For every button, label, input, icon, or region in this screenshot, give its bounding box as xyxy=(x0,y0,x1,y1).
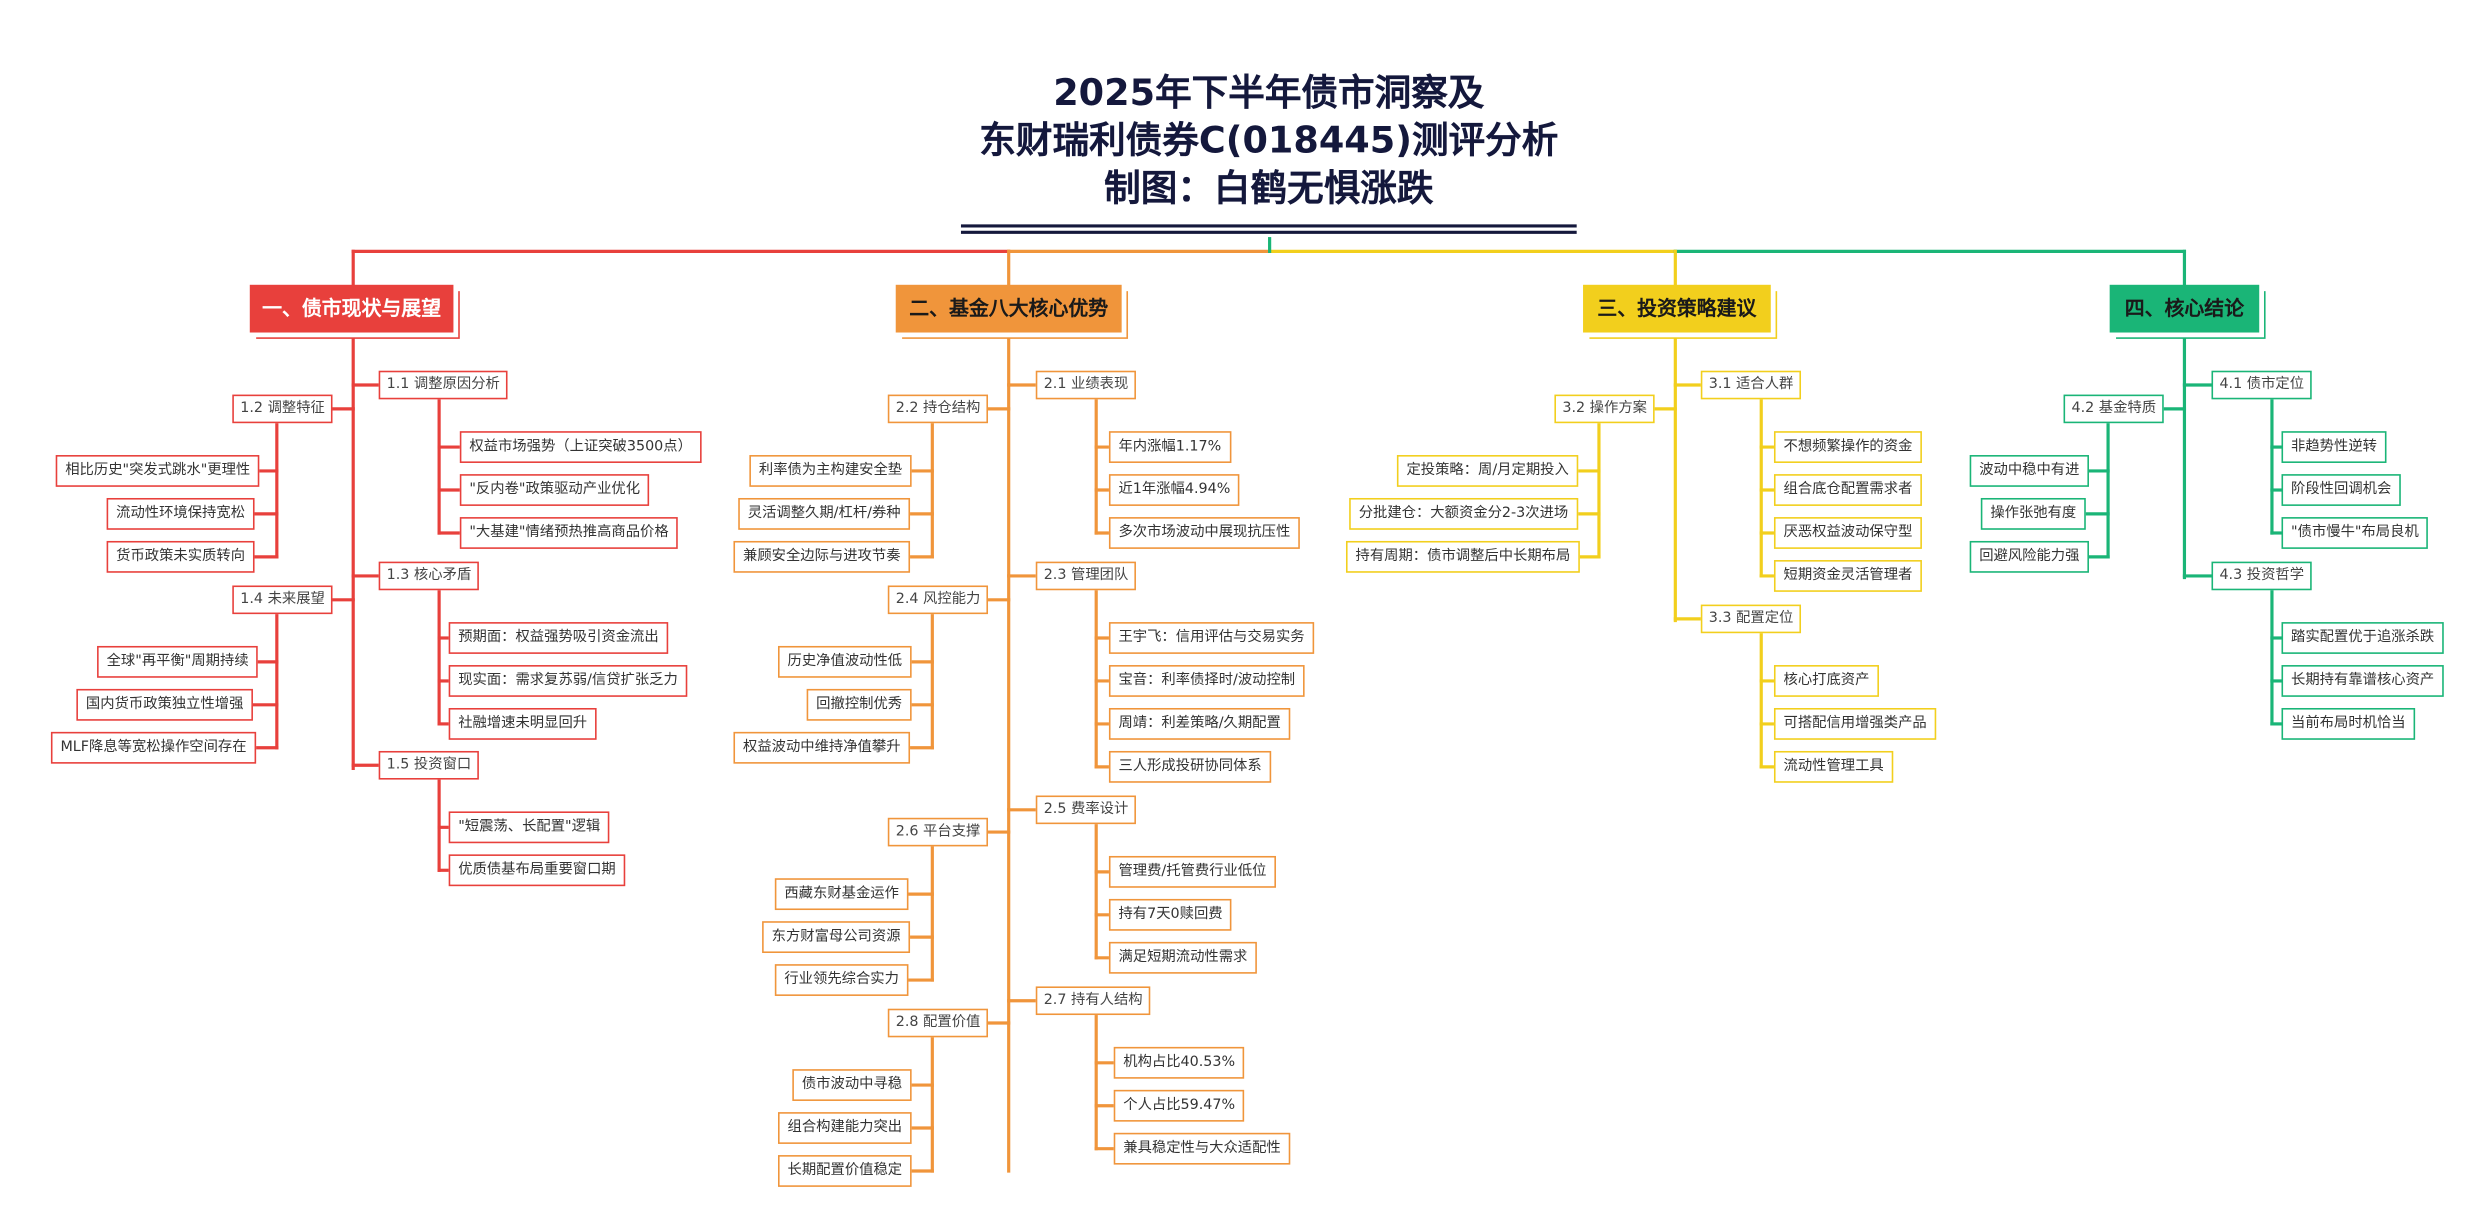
leaf-1-2-1: 相比历史"突发式跳水"更理性 xyxy=(55,455,260,487)
leaf-2-4-2: 回撤控制优秀 xyxy=(806,688,912,721)
leaf-2-3-2: 宝音：利率债择时/波动控制 xyxy=(1108,665,1305,697)
leaf-2-7-2: 个人占比59.47% xyxy=(1113,1089,1245,1122)
category-debt-market-status[interactable]: 一、债市现状与展望 xyxy=(249,284,454,333)
sub-2-7-holder-structure[interactable]: 2.7 持有人结构 xyxy=(1035,986,1151,1016)
leaf-2-2-1: 利率债为主构建安全垫 xyxy=(749,455,912,487)
sub-2-5-fees[interactable]: 2.5 费率设计 xyxy=(1035,795,1137,825)
leaf-1-1-2: "反内卷"政策驱动产业优化 xyxy=(459,474,650,506)
leaf-4-2-1: 波动中稳中有进 xyxy=(1969,455,2090,487)
leaf-4-1-3: "债市慢牛"布局良机 xyxy=(2281,517,2429,549)
leaf-2-8-3: 长期配置价值稳定 xyxy=(777,1155,912,1187)
leaf-4-3-2: 长期持有靠谱核心资产 xyxy=(2281,665,2444,697)
leaf-2-7-1: 机构占比40.53% xyxy=(1113,1046,1245,1079)
leaf-1-4-2: 国内货币政策独立性增强 xyxy=(76,688,253,721)
leaf-1-3-2: 现实面：需求复苏弱/信贷扩张乏力 xyxy=(448,665,688,697)
sub-1-5-investment-window[interactable]: 1.5 投资窗口 xyxy=(378,750,480,780)
leaf-4-3-3: 当前布局时机恰当 xyxy=(2281,707,2416,740)
leaf-1-5-2: 优质债基布局重要窗口期 xyxy=(448,854,626,887)
leaf-3-3-3: 流动性管理工具 xyxy=(1773,750,1894,783)
page-title-line-1: 2025年下半年债市洞察及 xyxy=(1053,73,1485,115)
sub-1-4-outlook[interactable]: 1.4 未来展望 xyxy=(232,585,333,615)
sub-1-3-core-conflict[interactable]: 1.3 核心矛盾 xyxy=(378,561,480,591)
sub-4-2-fund-traits[interactable]: 4.2 基金特质 xyxy=(2063,394,2165,424)
sub-4-1-market-position[interactable]: 4.1 债市定位 xyxy=(2211,370,2313,400)
leaf-2-5-1: 管理费/托管费行业低位 xyxy=(1108,855,1277,888)
leaf-2-4-3: 权益波动中维持净值攀升 xyxy=(733,731,911,764)
leaf-1-1-3: "大基建"情绪预热推高商品价格 xyxy=(459,517,679,549)
leaf-1-5-1: "短震荡、长配置"逻辑 xyxy=(448,811,610,844)
leaf-4-2-2: 操作张弛有度 xyxy=(1980,497,2086,530)
sub-2-4-risk-control[interactable]: 2.4 风控能力 xyxy=(887,585,989,615)
leaf-3-2-2: 分批建仓：大额资金分2-3次进场 xyxy=(1349,497,1578,530)
leaf-2-3-1: 王宇飞：信用评估与交易实务 xyxy=(1108,622,1315,654)
leaf-3-2-1: 定投策略：周/月定期投入 xyxy=(1396,455,1579,487)
leaf-2-2-2: 灵活调整久期/杠杆/券种 xyxy=(738,497,911,530)
category-fund-advantages[interactable]: 二、基金八大核心优势 xyxy=(895,284,1122,333)
leaf-2-5-3: 满足短期流动性需求 xyxy=(1108,941,1257,974)
sub-2-1-performance[interactable]: 2.1 业绩表现 xyxy=(1035,370,1137,400)
leaf-2-8-1: 债市波动中寻稳 xyxy=(792,1069,912,1101)
sub-3-1-target-investors[interactable]: 3.1 适合人群 xyxy=(1700,370,1802,400)
leaf-2-7-3: 兼具稳定性与大众适配性 xyxy=(1113,1132,1291,1165)
leaf-2-5-2: 持有7天0赎回费 xyxy=(1108,898,1233,931)
sub-2-2-holdings[interactable]: 2.2 持仓结构 xyxy=(887,394,989,424)
sub-2-3-team[interactable]: 2.3 管理团队 xyxy=(1035,561,1137,591)
leaf-4-3-1: 踏实配置优于追涨杀跌 xyxy=(2281,622,2444,654)
sub-1-2-adjust-features[interactable]: 1.2 调整特征 xyxy=(232,394,333,424)
leaf-1-4-3: MLF降息等宽松操作空间存在 xyxy=(50,731,257,764)
leaf-4-1-1: 非趋势性逆转 xyxy=(2281,431,2387,463)
leaf-1-1-1: 权益市场强势（上证突破3500点） xyxy=(459,431,702,463)
leaf-2-1-2: 近1年涨幅4.94% xyxy=(1108,474,1240,506)
leaf-1-3-3: 社融增速未明显回升 xyxy=(448,707,597,740)
leaf-1-3-1: 预期面：权益强势吸引资金流出 xyxy=(448,622,669,654)
sub-3-2-operation-plan[interactable]: 3.2 操作方案 xyxy=(1554,394,1655,424)
sub-2-6-platform[interactable]: 2.6 平台支撑 xyxy=(887,817,989,847)
leaf-3-2-3: 持有周期：债市调整后中长期布局 xyxy=(1345,540,1580,573)
leaf-2-1-1: 年内涨幅1.17% xyxy=(1108,431,1231,463)
page-title-line-2: 东财瑞利债券C(018445)测评分析 xyxy=(979,120,1559,163)
leaf-3-1-4: 短期资金灵活管理者 xyxy=(1773,560,1922,592)
sub-1-1-adjust-reasons[interactable]: 1.1 调整原因分析 xyxy=(378,370,508,400)
leaf-3-3-1: 核心打底资产 xyxy=(1773,665,1879,697)
leaf-2-6-2: 东方财富母公司资源 xyxy=(762,921,911,954)
leaf-2-3-3: 周靖：利差策略/久期配置 xyxy=(1108,707,1291,740)
sub-4-3-investment-philosophy[interactable]: 4.3 投资哲学 xyxy=(2211,561,2313,591)
leaf-2-4-1: 历史净值波动性低 xyxy=(777,645,912,678)
sub-3-3-positioning[interactable]: 3.3 配置定位 xyxy=(1700,604,1802,634)
category-investment-strategy[interactable]: 三、投资策略建议 xyxy=(1583,284,1771,333)
leaf-2-6-3: 行业领先综合实力 xyxy=(774,964,909,996)
leaf-2-1-3: 多次市场波动中展现抗压性 xyxy=(1108,517,1300,549)
leaf-2-2-3: 兼顾安全边际与进攻节奏 xyxy=(733,540,911,573)
leaf-2-3-4: 三人形成投研协同体系 xyxy=(1108,750,1272,783)
leaf-2-6-1: 西藏东财基金运作 xyxy=(774,878,909,911)
category-core-conclusion[interactable]: 四、核心结论 xyxy=(2109,284,2260,333)
leaf-2-8-2: 组合构建能力突出 xyxy=(777,1112,912,1144)
leaf-3-1-1: 不想频繁操作的资金 xyxy=(1773,431,1922,463)
leaf-1-4-1: 全球"再平衡"周期持续 xyxy=(97,645,259,678)
sub-2-8-allocation-value[interactable]: 2.8 配置价值 xyxy=(887,1008,989,1038)
leaf-3-3-2: 可搭配信用增强类产品 xyxy=(1773,707,1937,740)
leaf-1-2-2: 流动性环境保持宽松 xyxy=(106,497,255,530)
leaf-4-2-3: 回避风险能力强 xyxy=(1969,540,2090,573)
leaf-3-1-3: 厌恶权益波动保守型 xyxy=(1773,517,1922,549)
leaf-4-1-2: 阶段性回调机会 xyxy=(2281,474,2401,506)
leaf-1-2-3: 货币政策未实质转向 xyxy=(106,540,255,573)
leaf-3-1-2: 组合底仓配置需求者 xyxy=(1773,474,1922,506)
page-title-line-3: 制图：白鹤无惧涨跌 xyxy=(1104,168,1434,211)
